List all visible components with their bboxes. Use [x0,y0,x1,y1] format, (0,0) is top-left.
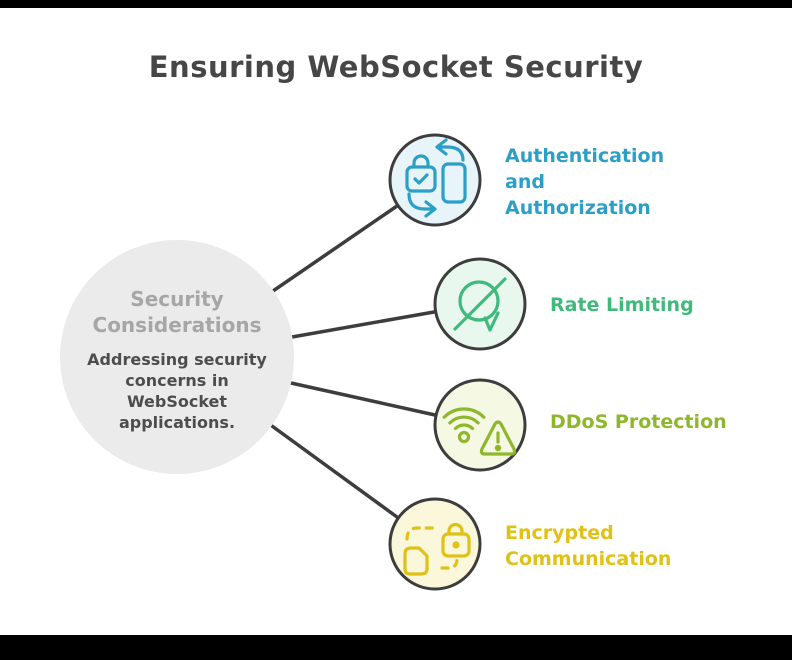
node-label-encrypted: Encrypted Communication [505,520,671,572]
node-label-authentication: Authentication and Authorization [505,143,664,221]
node-label-ddos: DDoS Protection [550,411,727,433]
wifi-warning-icon [442,407,517,456]
node-circle-encrypted [388,497,482,591]
node-circle-ddos [433,378,527,472]
label-line: Encrypted [505,522,614,544]
lock-sync-phone-icon [405,138,467,218]
label-line: Communication [505,548,672,570]
label-line: and [505,171,545,193]
label-line: Authentication [505,145,665,167]
center-circle [60,240,294,474]
bottom-edge-bar [0,635,792,660]
label-line: Authorization [505,197,651,219]
connector-rate-limiting [290,310,436,339]
muted-chat-icon [453,277,507,332]
center-description: Addressing security concerns in WebSocke… [87,350,267,433]
center-heading: Security Considerations [92,287,262,337]
connector-encrypted [270,424,399,519]
top-edge-bar [0,0,792,8]
node-label-rate-limiting: Rate Limiting [550,294,694,316]
connector-ddos [289,381,437,417]
diagram-title: Ensuring WebSocket Security [148,50,644,84]
connector-authentication [271,204,399,293]
locked-file-transfer-icon [403,522,471,576]
connector-lines [270,204,437,519]
